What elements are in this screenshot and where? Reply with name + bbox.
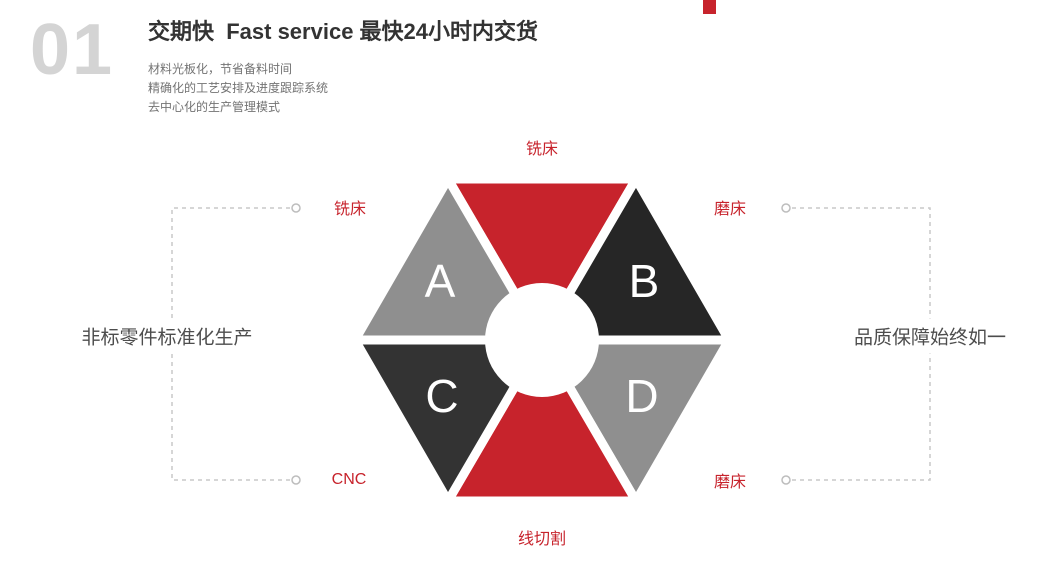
triangle-upper-left-a <box>350 174 547 345</box>
left-top-dot <box>291 203 301 213</box>
left-bottom-dot <box>291 475 301 485</box>
label-lower-left: CNC <box>331 471 367 488</box>
right-caption: 品质保障始终如一 <box>845 318 1015 354</box>
letter-d: D <box>625 370 658 422</box>
page-title: 交期快 Fast service 最快24小时内交货 <box>148 19 539 44</box>
right-top-dot <box>781 203 791 213</box>
left-dashed-bracket <box>171 207 290 481</box>
center-circle <box>485 283 599 397</box>
left-caption: 非标零件标准化生产 <box>73 318 261 354</box>
letter-b: B <box>629 255 660 307</box>
subtitle-line-1: 材料光板化，节省备料时间 <box>148 62 293 76</box>
letter-c: C <box>425 370 458 422</box>
label-bottom: 线切割 <box>517 531 567 548</box>
label-lower-right: 磨床 <box>713 474 747 491</box>
header: 交期快 Fast service 最快24小时内交货 材料光板化，节省备料时间 … <box>148 14 708 117</box>
label-top: 铣床 <box>525 141 559 158</box>
subtitle-line-2: 精确化的工艺安排及进度跟踪系统 <box>148 81 329 95</box>
red-accent-square <box>703 0 716 14</box>
label-upper-right: 磨床 <box>713 201 747 218</box>
letter-a: A <box>425 255 456 307</box>
subtitle-line-3: 去中心化的生产管理模式 <box>148 100 281 114</box>
right-bottom-dot <box>781 475 791 485</box>
label-upper-left: 铣床 <box>333 201 367 218</box>
section-number: 01 <box>30 10 115 90</box>
